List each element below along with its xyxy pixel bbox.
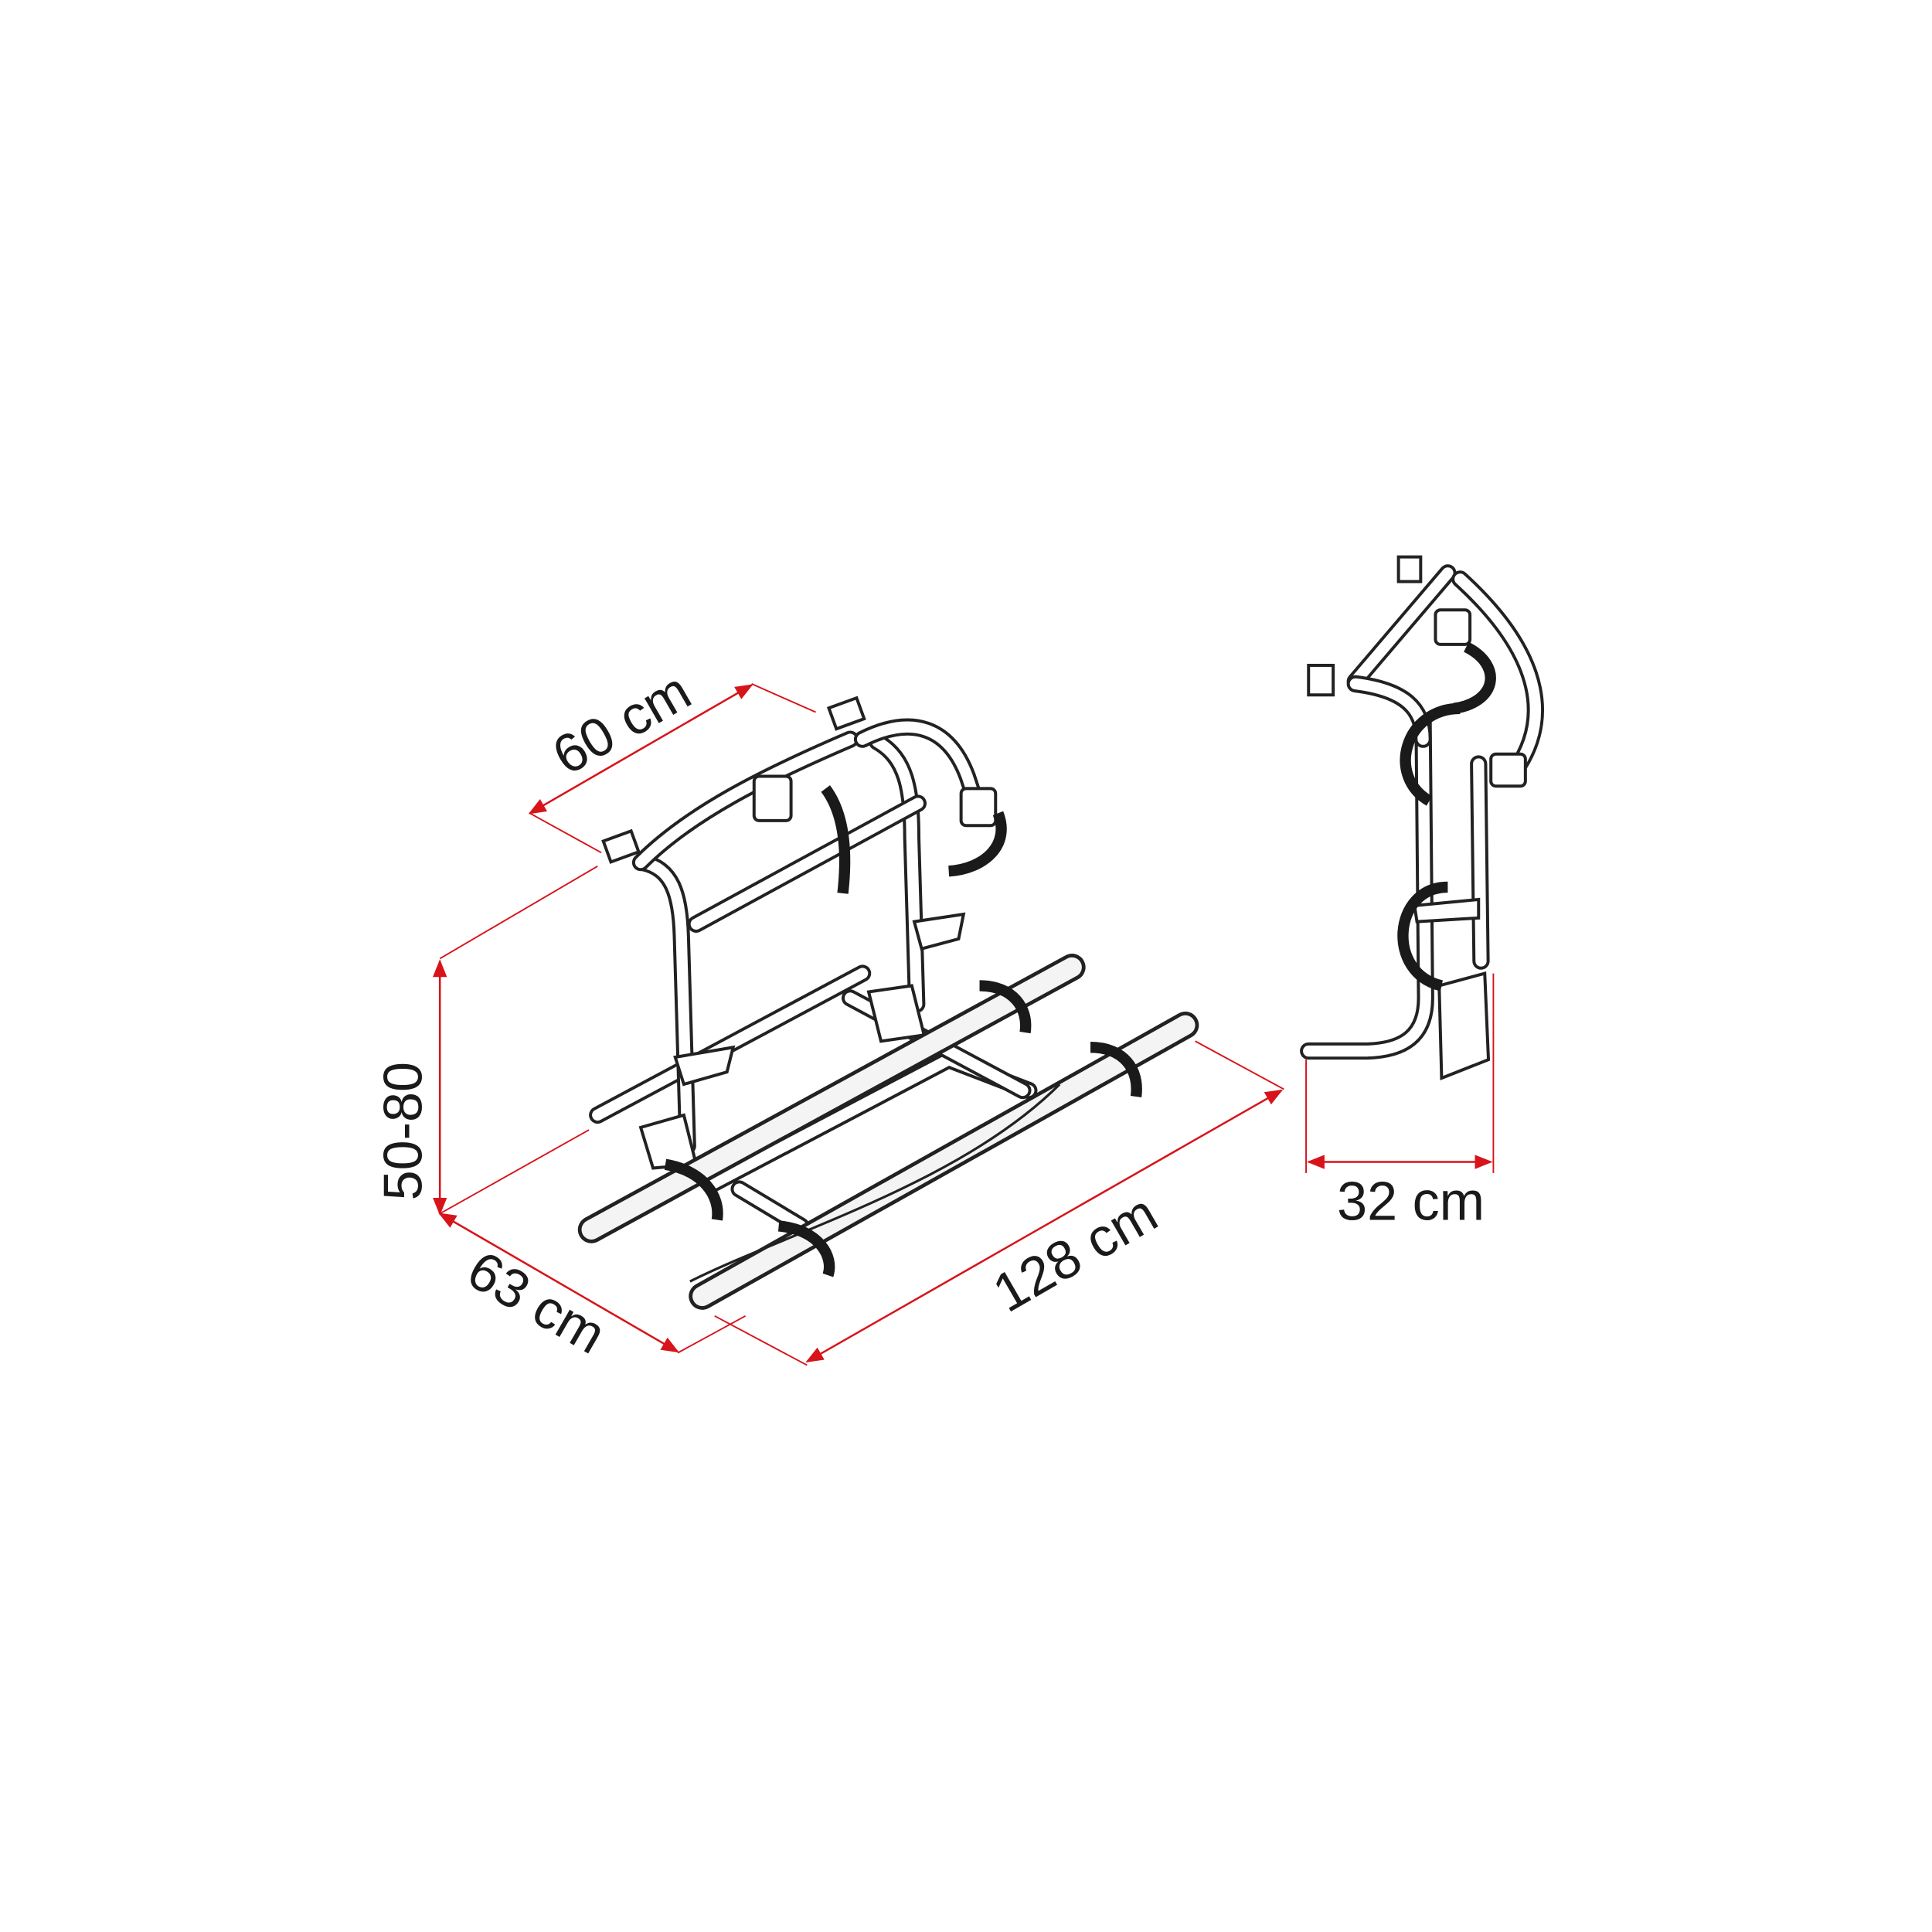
dimension-60cm: 60 cm xyxy=(528,659,816,854)
frame-clamps xyxy=(601,696,998,1170)
hanging-strap xyxy=(947,811,1007,877)
dimension-label-side-depth: 32 cm xyxy=(1337,1170,1485,1231)
bike-rack-side-view xyxy=(1300,555,1544,1080)
dimension-label-height: 50-80 xyxy=(372,1062,433,1200)
dimension-label-depth: 63 cm xyxy=(457,1239,616,1366)
uprights xyxy=(631,718,988,1155)
dimension-32cm: 32 cm xyxy=(1305,973,1495,1231)
dimension-label-top-width: 60 cm xyxy=(543,659,701,786)
dimension-50-80: 50-80 xyxy=(372,866,598,1216)
dimension-label-rail-length: 128 cm xyxy=(982,1182,1167,1323)
hanging-strap xyxy=(821,785,851,894)
dimension-128cm: 128 cm xyxy=(714,1040,1284,1366)
